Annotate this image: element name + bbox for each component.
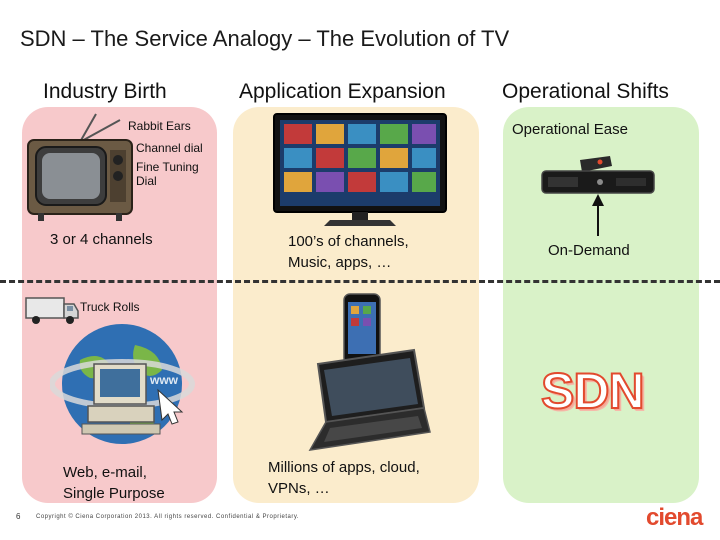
- ciena-logo: ciena: [646, 504, 702, 532]
- slide-title: SDN – The Service Analogy – The Evolutio…: [20, 26, 509, 52]
- set-top-box-icon: [540, 168, 656, 196]
- industry-birth-heading: Industry Birth: [43, 80, 167, 104]
- copyright-text: Copyright © Ciena Corporation 2013. All …: [36, 514, 299, 520]
- fine-tuning-label-1: Fine Tuning: [136, 160, 199, 174]
- old-tv-icon: [24, 112, 136, 222]
- few-channels-label: 3 or 4 channels: [50, 230, 153, 250]
- globe-computer-icon: www: [50, 320, 200, 450]
- rabbit-ears-label: Rabbit Ears: [128, 119, 191, 133]
- on-demand-label: On-Demand: [548, 241, 630, 261]
- up-arrow-icon: [590, 194, 606, 238]
- sdn-wordmark: SDN: [541, 362, 644, 420]
- millions-apps-label-2: VPNs, …: [268, 479, 330, 499]
- operational-ease-label: Operational Ease: [512, 120, 628, 140]
- fine-tuning-label-2: Dial: [136, 174, 157, 188]
- millions-apps-label-1: Millions of apps, cloud,: [268, 458, 420, 478]
- many-channels-label-1: 100’s of channels,: [288, 232, 409, 252]
- web-email-label-1: Web, e-mail,: [63, 463, 147, 483]
- application-expansion-heading: Application Expansion: [239, 80, 446, 104]
- dashed-divider: [0, 280, 720, 283]
- web-email-label-2: Single Purpose: [63, 484, 165, 504]
- svg-text:www: www: [149, 373, 179, 387]
- channel-dial-label: Channel dial: [136, 141, 203, 155]
- many-channels-label-2: Music, apps, …: [288, 253, 391, 273]
- page-number: 6: [16, 512, 20, 521]
- truck-rolls-label: Truck Rolls: [80, 300, 140, 314]
- smart-tv-icon: [272, 112, 448, 230]
- operational-shifts-heading: Operational Shifts: [502, 80, 669, 104]
- phone-laptop-icon: [296, 292, 432, 456]
